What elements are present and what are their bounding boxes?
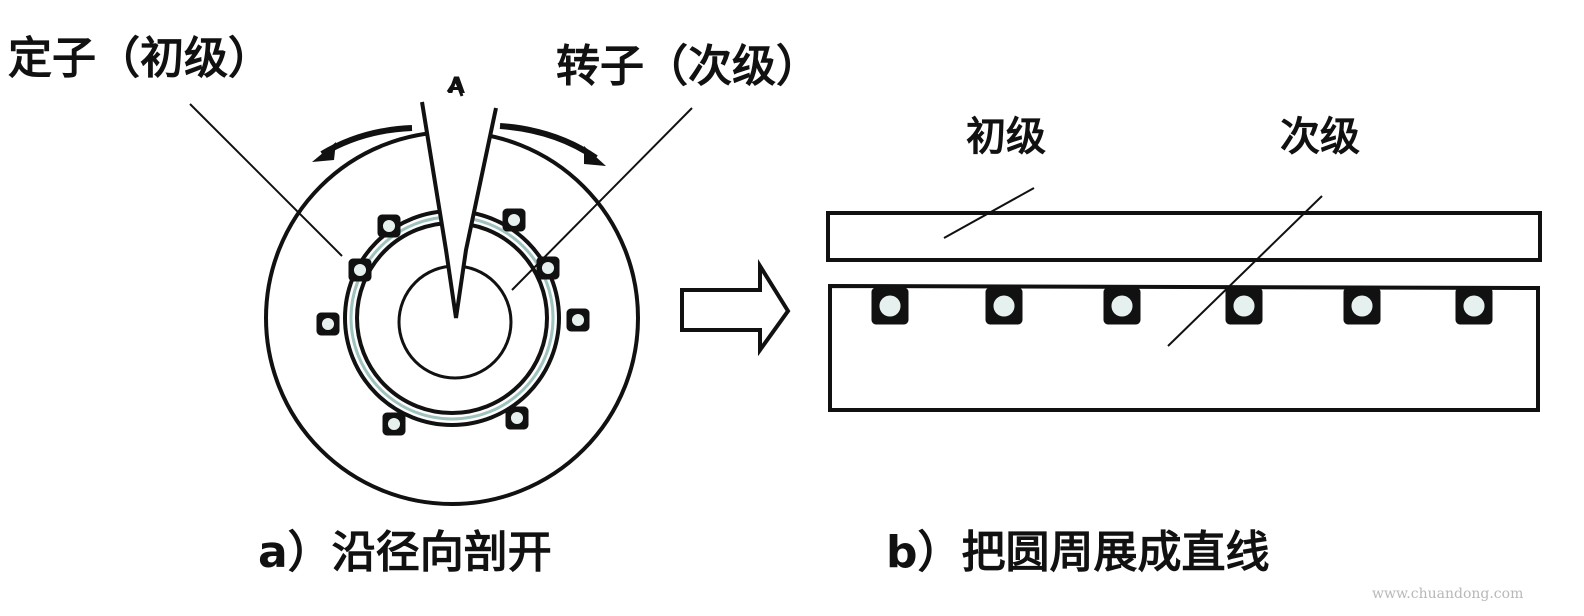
circular-motor (189, 76, 693, 506)
secondary-label: 次级 (1280, 114, 1360, 160)
linear-conductors (871, 287, 1493, 325)
secondary-leader-line (1167, 195, 1323, 347)
transform-arrow (680, 259, 791, 357)
circle-conductor-4 (505, 406, 529, 430)
primary-leader-line (943, 187, 1035, 239)
linear-conductor-1 (871, 287, 909, 325)
linear-conductor-3 (1103, 287, 1141, 325)
left-arrowhead (312, 142, 336, 162)
linear-conductor-4 (1225, 287, 1263, 325)
rotor-label: 转子（次级） (556, 41, 820, 92)
radial-cut-wedge (420, 101, 498, 319)
watermark: www.chuandong.com (1372, 586, 1524, 602)
circle-conductor-3 (566, 308, 590, 332)
circle-conductor-2 (502, 208, 526, 232)
cut-mark-line (446, 76, 464, 97)
rotor-leader-line (511, 107, 693, 291)
secondary-block (828, 283, 1540, 412)
circle-conductor-5 (382, 412, 406, 436)
right-arrowhead (584, 146, 606, 166)
stator-label: 定子（初级） (8, 33, 272, 84)
linear-conductor-2 (985, 287, 1023, 325)
linear-conductor-5 (1343, 287, 1381, 325)
caption-a: a）沿径向剖开 (258, 527, 552, 578)
circle-conductor-1 (377, 214, 401, 238)
caption-b: b）把圆周展成直线 (886, 527, 1270, 578)
circle-conductor-8 (536, 256, 560, 280)
cut-mark-label: A (448, 74, 466, 99)
linear-conductor-6 (1455, 287, 1493, 325)
linear-motor (826, 187, 1542, 412)
circle-conductor-7 (348, 258, 372, 282)
circle-conductor-6 (316, 312, 340, 336)
circle-conductors (316, 208, 590, 436)
stator-leader-line (189, 103, 343, 257)
primary-strip (826, 211, 1542, 262)
primary-label: 初级 (966, 114, 1046, 160)
